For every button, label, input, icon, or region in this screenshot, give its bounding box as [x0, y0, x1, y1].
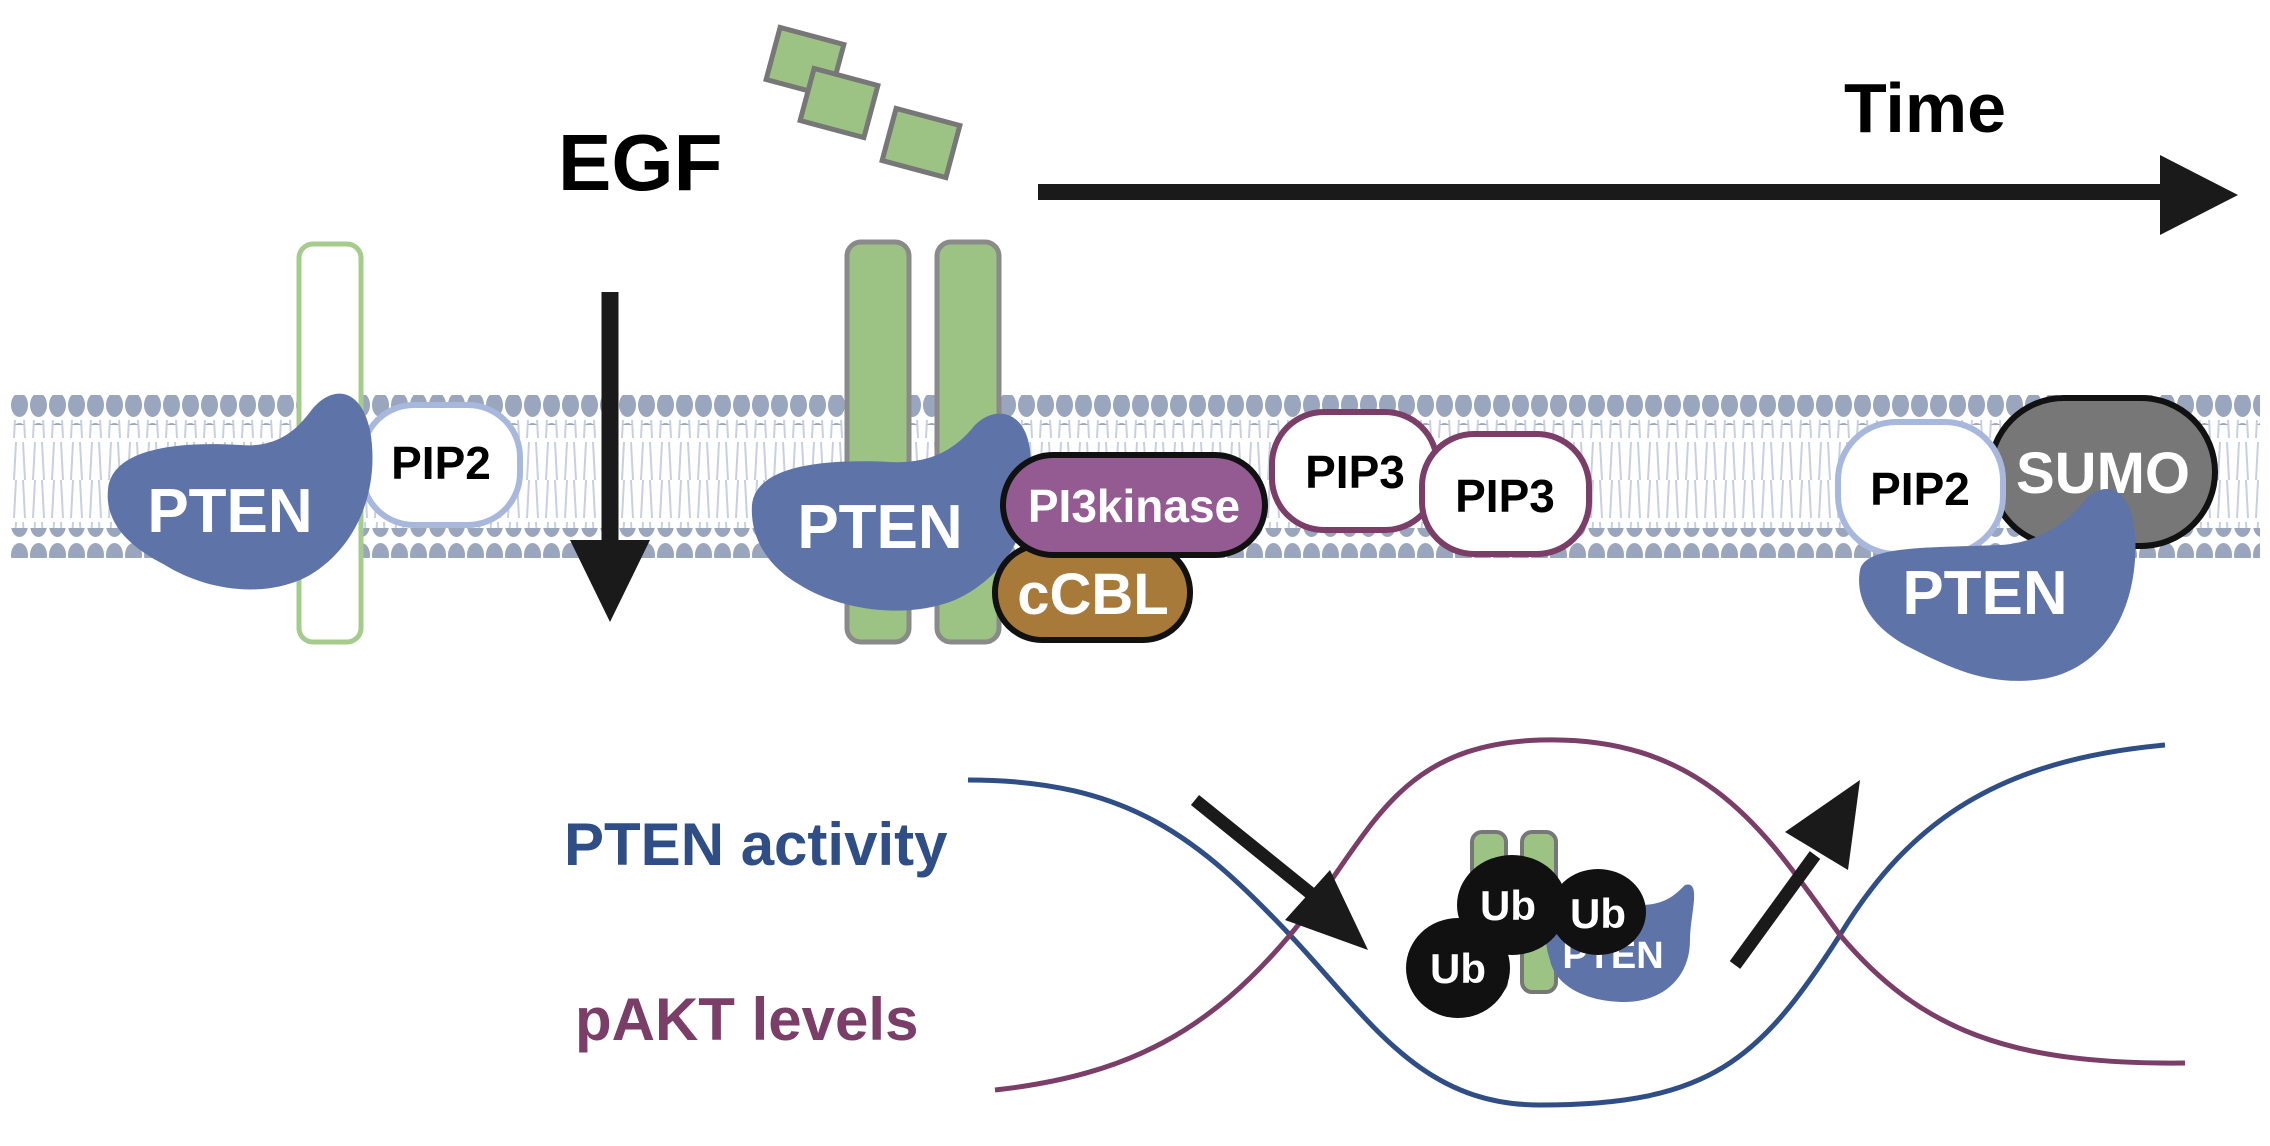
- time-label: Time: [1844, 69, 2006, 147]
- pip3-label-2: PIP3: [1455, 470, 1555, 522]
- pten-blob-1: [107, 393, 373, 590]
- pten-label-3: PTEN: [1902, 559, 2067, 628]
- increase-arrow: [1729, 780, 1860, 969]
- pakt-levels-label: pAKT levels: [575, 986, 918, 1053]
- ub-label-2: Ub: [1570, 890, 1626, 937]
- egf-down-arrow: [570, 292, 650, 622]
- egf-label: EGF: [558, 118, 722, 207]
- ubiquitinated-complex: PTEN Ub Ub Ub: [1406, 830, 1695, 1018]
- pten-activity-curve: [967, 742, 2166, 1108]
- decrease-arrow: [1190, 794, 1368, 950]
- time-arrow: [1038, 155, 2238, 235]
- pip3-label-1: PIP3: [1305, 446, 1405, 498]
- ubiquitin-2: [1550, 869, 1646, 955]
- egf-ligand-square: [797, 65, 881, 141]
- pakt-levels-curve: [994, 737, 2186, 1093]
- pten-blob-3: [1859, 489, 2136, 681]
- ub-label-3: Ub: [1430, 945, 1486, 992]
- pip2-label-2: PIP2: [1870, 463, 1970, 515]
- egf-ligands: [763, 24, 963, 181]
- pi3kinase-label: PI3kinase: [1028, 480, 1240, 532]
- pten-activity-label: PTEN activity: [564, 811, 948, 878]
- ubiquitin-3: [1406, 918, 1510, 1018]
- pip3-capsule-2: [1419, 431, 1592, 557]
- pip2-label-1: PIP2: [391, 437, 491, 489]
- ub-label-1: Ub: [1480, 882, 1536, 929]
- egf-ligand-square: [879, 105, 963, 181]
- pi3kinase-capsule: [1000, 452, 1268, 558]
- pten-blob-2: [751, 413, 1032, 611]
- pten-label-2: PTEN: [797, 493, 962, 562]
- pten-label-1: PTEN: [147, 477, 312, 546]
- ccbl-label: cCBL: [1017, 562, 1168, 627]
